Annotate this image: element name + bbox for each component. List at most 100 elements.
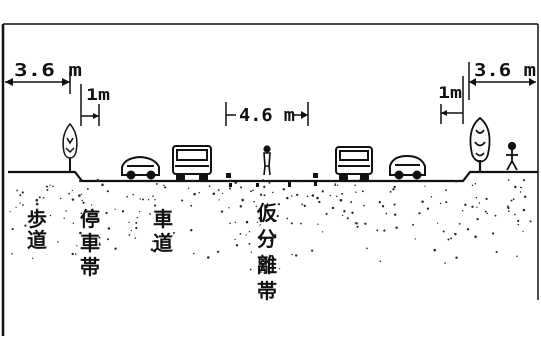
- soil-dot: [510, 199, 513, 202]
- soil-dot: [191, 179, 194, 183]
- soil-dot: [414, 238, 416, 240]
- soil-dot: [444, 262, 446, 264]
- soil-dot: [149, 213, 151, 215]
- soil-dot: [430, 195, 433, 198]
- dimension-right-parking: [440, 76, 464, 124]
- soil-dot: [418, 212, 421, 215]
- soil-dot: [35, 198, 39, 202]
- soil-dot: [474, 235, 477, 238]
- soil-dot: [42, 196, 45, 199]
- soil-dot: [475, 196, 478, 199]
- soil-dot: [268, 181, 271, 184]
- soil-dot: [240, 186, 243, 189]
- soil-dot: [317, 223, 319, 225]
- soil-dot: [354, 184, 356, 186]
- soil-dot: [142, 198, 145, 201]
- pedestrian-icon: [506, 141, 518, 171]
- soil-dot: [358, 179, 361, 182]
- zone-label-sidewalk: 歩道: [27, 207, 47, 252]
- soil-dot: [11, 253, 13, 255]
- soil-dot: [471, 184, 474, 187]
- soil-dot: [506, 205, 509, 208]
- soil-dot: [286, 196, 289, 200]
- soil-dot: [245, 234, 247, 236]
- tree-left: [62, 122, 78, 172]
- soil-dot: [523, 195, 527, 198]
- soil-dot: [379, 179, 381, 182]
- soil-dot: [276, 214, 279, 218]
- zone-label-roadway-text: 車道: [153, 207, 173, 255]
- soil-dot: [78, 194, 81, 197]
- soil-dot: [321, 231, 324, 233]
- soil-dot: [60, 197, 62, 200]
- soil-dot: [193, 252, 195, 255]
- soil-dot: [33, 211, 37, 214]
- soil-dot: [234, 181, 237, 185]
- soil-dot: [45, 185, 49, 188]
- soil-dot: [98, 236, 101, 239]
- soil-dot: [19, 194, 22, 197]
- soil-dot: [15, 206, 17, 208]
- soil-dot: [341, 192, 344, 195]
- soil-dot: [494, 214, 497, 217]
- median-markers: [226, 173, 318, 187]
- soil-dot: [90, 204, 93, 206]
- soil-dot: [514, 213, 516, 216]
- soil-dot: [163, 184, 165, 187]
- soil-dot: [478, 202, 481, 204]
- soil-dot: [250, 190, 252, 193]
- soil-dot: [339, 199, 342, 202]
- soil-dot: [252, 189, 254, 192]
- soil-dot: [38, 196, 41, 199]
- soil-dot: [329, 194, 331, 197]
- soil-dot: [376, 229, 379, 232]
- soil-dot: [454, 179, 458, 183]
- soil-dot: [352, 179, 355, 182]
- soil-dot: [235, 244, 239, 247]
- soil-dot: [98, 242, 101, 244]
- soil-dot: [439, 202, 442, 205]
- truck-right-icon: [335, 146, 373, 181]
- dimension-label-left-parking: 1m: [86, 85, 110, 104]
- soil-dot: [198, 191, 200, 194]
- soil-dot: [253, 200, 255, 203]
- soil-dot: [152, 195, 154, 197]
- soil-dot: [412, 223, 415, 226]
- soil-dot: [21, 191, 24, 194]
- soil-dot: [259, 237, 263, 241]
- soil-dot: [71, 198, 75, 201]
- car-left-icon: [121, 155, 160, 180]
- soil-dot: [128, 234, 131, 236]
- soil-dot: [16, 189, 18, 192]
- soil-dot: [138, 210, 141, 213]
- soil-dot: [263, 194, 266, 197]
- zone-label-sidewalk-text: 歩道: [27, 207, 47, 252]
- soil-dot: [316, 196, 319, 200]
- soil-dot: [321, 190, 324, 193]
- soil-dot: [76, 245, 78, 247]
- soil-dot: [80, 212, 83, 214]
- soil-dot: [80, 193, 83, 196]
- soil-dot: [228, 187, 232, 190]
- soil-dot: [521, 187, 523, 189]
- soil-dot: [336, 184, 339, 186]
- soil-dot: [135, 226, 138, 230]
- soil-dot: [207, 256, 210, 259]
- soil-dot: [24, 224, 27, 227]
- soil-dot: [147, 199, 150, 201]
- soil-dot: [249, 268, 252, 271]
- dimension-label-right-sidewalk: 3.6 m: [474, 60, 536, 81]
- soil-dot: [424, 180, 427, 183]
- soil-dot: [134, 237, 137, 239]
- soil-dot: [82, 201, 85, 204]
- soil-dot: [486, 212, 489, 215]
- soil-dot: [445, 189, 447, 192]
- soil-dot: [228, 179, 231, 182]
- soil-dot: [522, 208, 526, 212]
- soil-dot: [485, 197, 488, 201]
- soil-dot: [256, 221, 259, 223]
- soil-dot: [154, 204, 157, 207]
- soil-dot: [363, 204, 365, 207]
- soil-dot: [32, 257, 34, 259]
- soil-dot: [132, 193, 134, 196]
